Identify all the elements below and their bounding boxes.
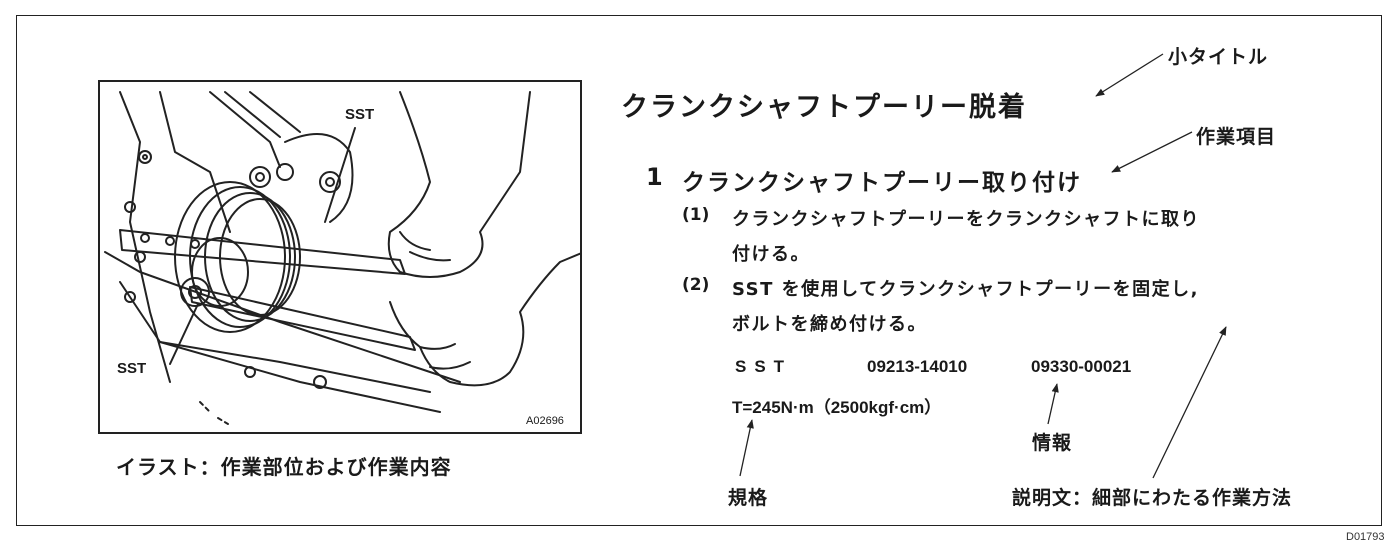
substep-1-line1: クランクシャフトプーリーをクランクシャフトに取り bbox=[732, 209, 1200, 230]
step-title: クランクシャフトプーリー取り付け bbox=[682, 170, 1082, 196]
illustration-box: SST SST A02696 bbox=[98, 80, 582, 434]
sst-label-bottom: SST bbox=[117, 360, 147, 377]
sst-label-top: SST bbox=[345, 106, 375, 123]
substep-2-mark: (2) bbox=[682, 275, 710, 295]
spec-sst-number-2: 09330-00021 bbox=[1031, 357, 1132, 376]
crankshaft-pulley-illustration bbox=[104, 91, 580, 425]
substep-1-mark: (1) bbox=[682, 205, 710, 225]
spec-torque: T=245N·m（2500kgf·cm） bbox=[732, 398, 942, 417]
illustration-caption: イラスト：作業部位および作業内容 bbox=[116, 455, 452, 479]
annotation-explanation: 説明文：細部にわたる作業方法 bbox=[1012, 487, 1293, 509]
spec-sst-label: SST bbox=[735, 357, 793, 376]
annotation-standard: 規格 bbox=[728, 487, 769, 509]
annotation-small-title: 小タイトル bbox=[1168, 46, 1269, 68]
figure-id: A02696 bbox=[526, 415, 564, 427]
page-frame bbox=[16, 15, 1382, 526]
document-id: D01793 bbox=[1346, 531, 1385, 543]
section-title: クランクシャフトプーリー脱着 bbox=[621, 92, 1027, 123]
substep-2-line1: SST を使用してクランクシャフトプーリーを固定し, bbox=[732, 279, 1199, 300]
substep-2-line2: ボルトを締め付ける。 bbox=[732, 314, 927, 335]
substep-1-line2: 付ける。 bbox=[732, 244, 810, 265]
annotation-info: 情報 bbox=[1032, 432, 1073, 454]
step-number: 1 bbox=[646, 163, 663, 191]
annotation-work-item: 作業項目 bbox=[1196, 126, 1277, 148]
spec-sst-number-1: 09213-14010 bbox=[867, 357, 968, 376]
